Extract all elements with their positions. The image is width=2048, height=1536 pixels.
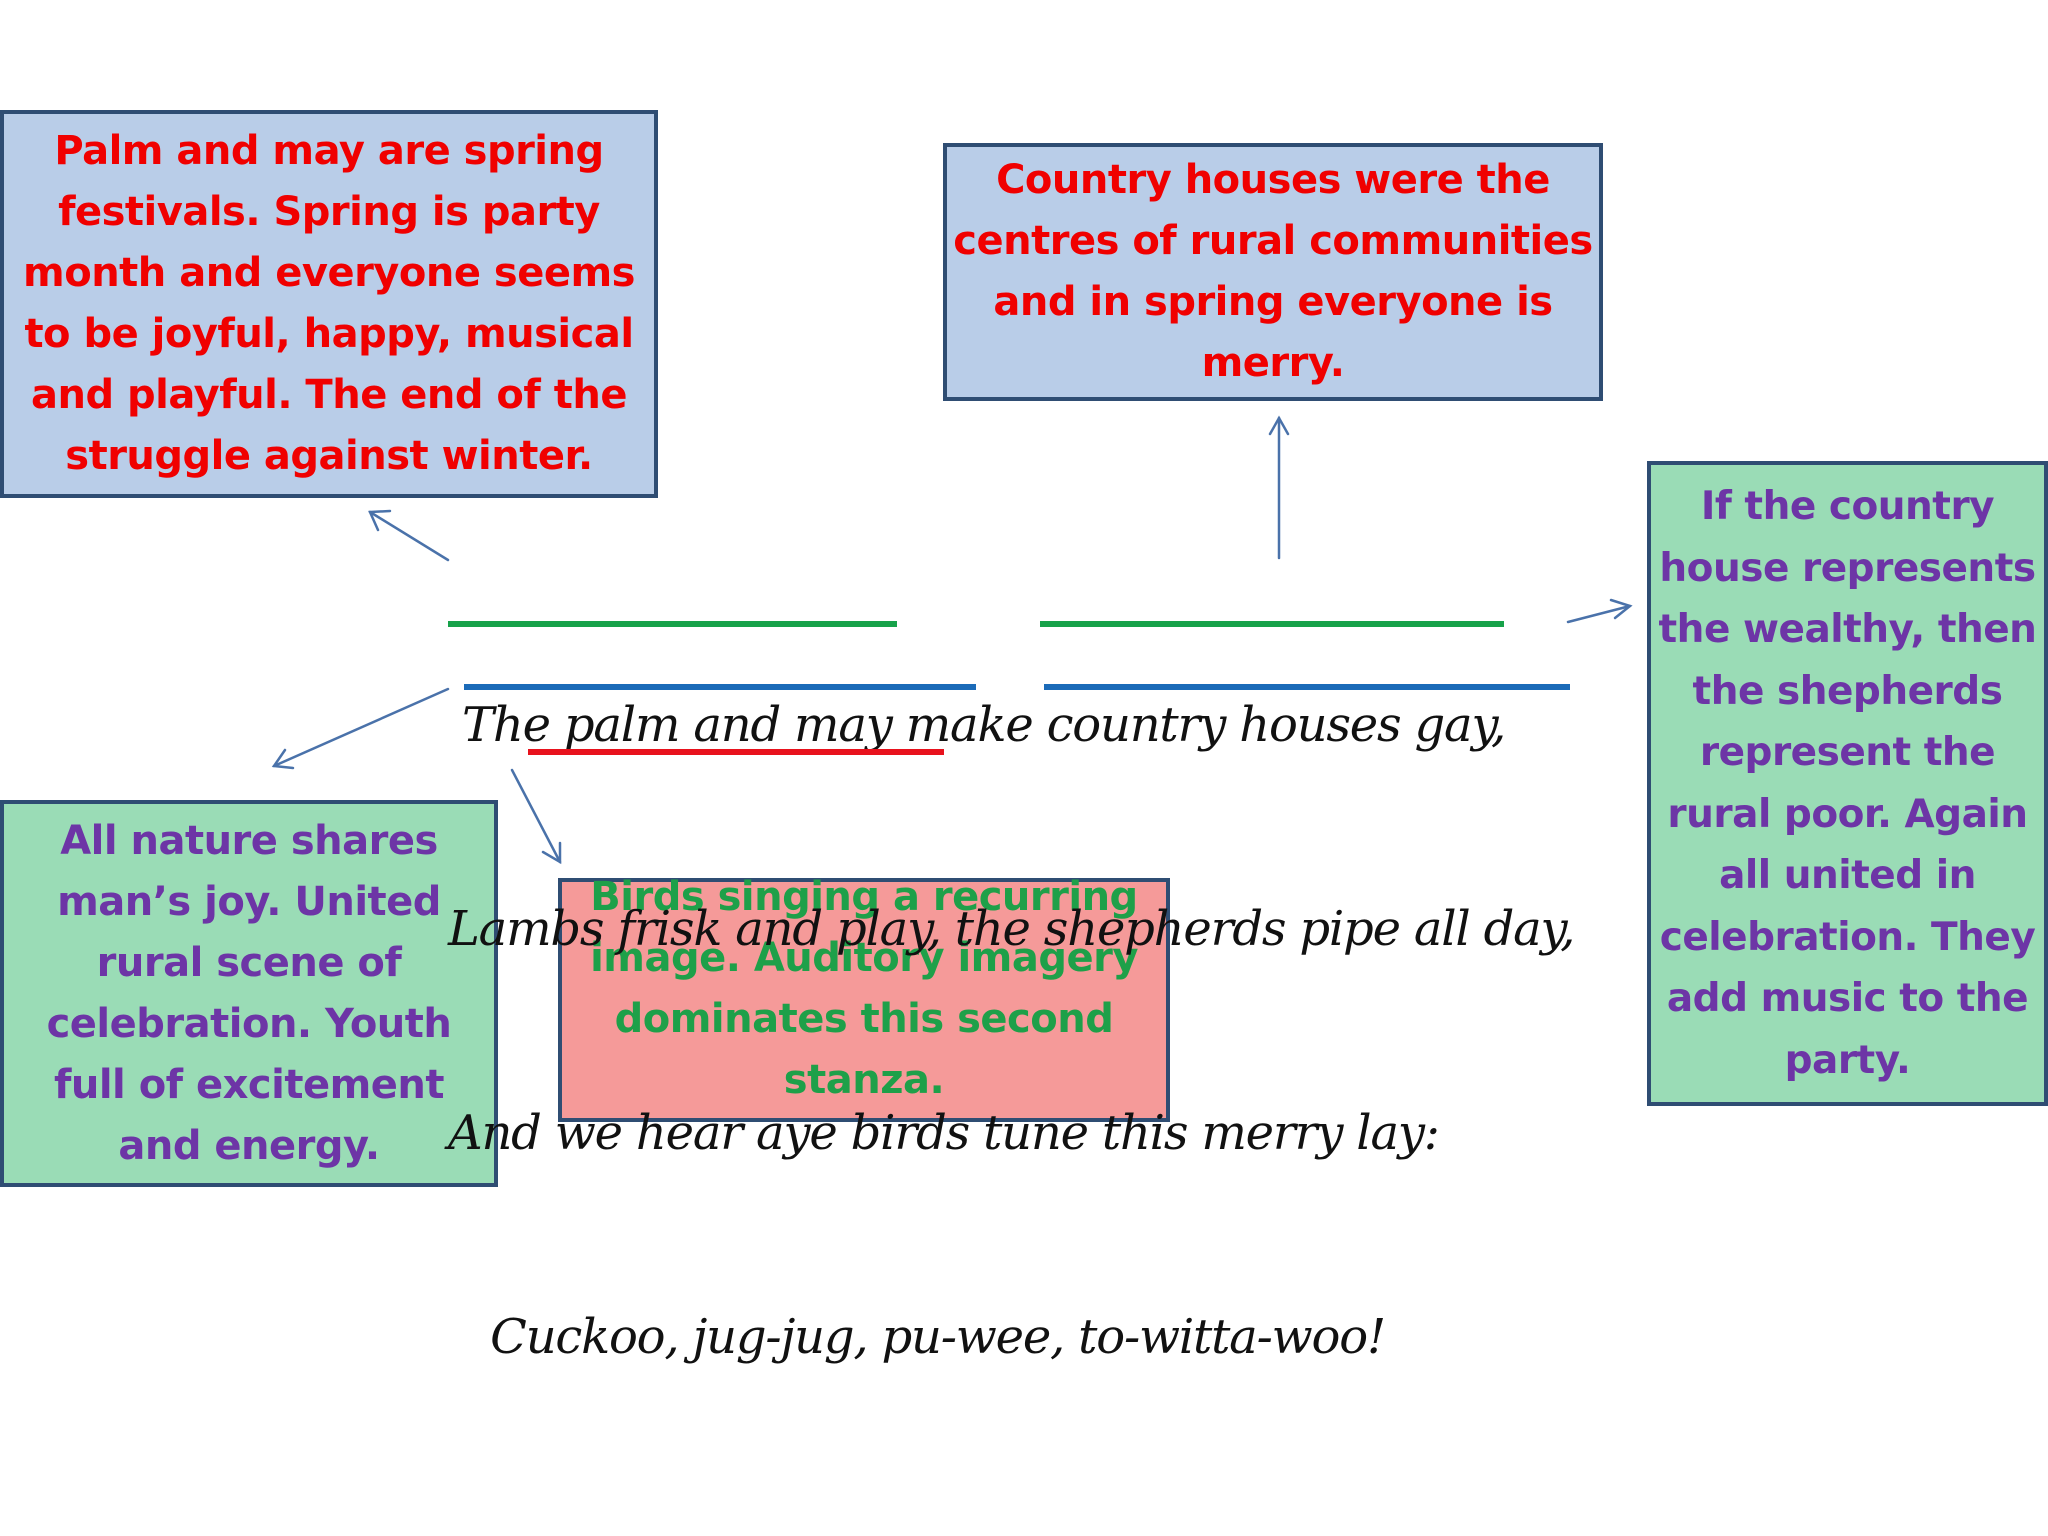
annotation-box-birds-singing: Birds singing a recurring image. Auditor… [558,874,1170,1122]
annotation-text-country-houses: Country houses were the centres of rural… [953,157,1593,386]
poem-line-3: And we hear aye birds tune this merry la… [448,1105,1440,1161]
annotation-box-country-houses: Country houses were the centres of rural… [943,143,1603,401]
annotation-box-nature-joy: All nature shares man’s joy. United rura… [0,800,498,1187]
arrow-to-palm-box [368,509,450,562]
annotation-text-birds-singing: Birds singing a recurring image. Auditor… [590,874,1138,1103]
annotation-text-wealthy-poor: If the country house represents the weal… [1658,484,2037,1083]
poem-line-4: Cuckoo, jug-jug, pu-wee, to-witta-woo! [448,1309,1386,1365]
annotation-box-palm-may: Palm and may are spring festivals. Sprin… [0,110,658,498]
arrow-to-nature-box [271,687,450,770]
annotation-box-wealthy-poor: If the country house represents the weal… [1647,461,2048,1106]
annotation-text-palm-may: Palm and may are spring festivals. Sprin… [23,128,635,479]
arrow-to-wealthy-box [1566,598,1633,624]
poem-line-2: Lambs frisk and play, the shepherds pipe… [448,901,1575,957]
annotation-text-nature-joy: All nature shares man’s joy. United rura… [46,817,452,1169]
arrow-to-country-box [1268,415,1290,560]
poem-stanza: The palm and may make country houses gay… [448,555,1575,1439]
poem-line-1: The palm and may make country houses gay… [448,697,1506,753]
